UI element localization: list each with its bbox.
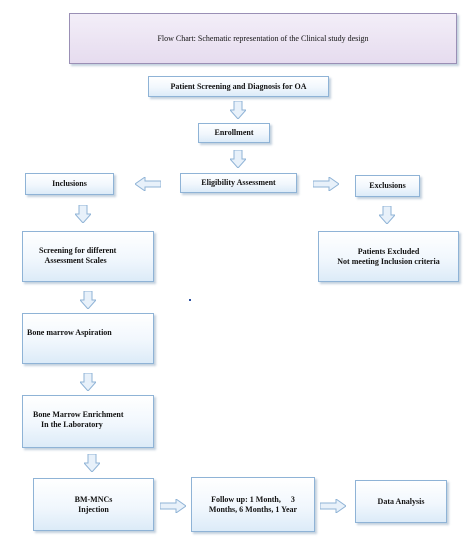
node-bmmnc-injection: BM-MNCs Injection bbox=[33, 478, 154, 531]
node-assessment-scales: Screening for different Assessment Scale… bbox=[22, 231, 154, 282]
node-eligibility-assessment-label: Eligibility Assessment bbox=[201, 178, 276, 187]
node-enrollment: Enrollment bbox=[198, 123, 270, 143]
node-inclusions-label: Inclusions bbox=[52, 179, 87, 188]
node-follow-up-label: Follow up: 1 Month, 3 Months, 6 Months, … bbox=[208, 494, 298, 514]
node-exclusions-label: Exclusions bbox=[369, 181, 406, 190]
arrow-down-to-scales bbox=[75, 205, 91, 223]
arrow-right-to-exclusions bbox=[313, 177, 339, 191]
arrow-left-to-inclusions bbox=[135, 177, 161, 191]
arrow-down-to-patients-excluded bbox=[379, 206, 395, 224]
arrow-down-to-aspiration bbox=[80, 291, 96, 309]
node-eligibility-assessment: Eligibility Assessment bbox=[180, 173, 297, 193]
node-enrollment-label: Enrollment bbox=[214, 128, 254, 137]
node-patient-screening-label: Patient Screening and Diagnosis for OA bbox=[170, 81, 307, 91]
node-patients-excluded-label: Patients Excluded Not meeting Inclusion … bbox=[337, 246, 440, 266]
node-assessment-scales-label: Screening for different Assessment Scale… bbox=[39, 246, 117, 265]
flowchart-title-box: Flow Chart: Schematic representation of … bbox=[69, 13, 457, 64]
node-patients-excluded: Patients Excluded Not meeting Inclusion … bbox=[318, 231, 459, 282]
node-exclusions: Exclusions bbox=[355, 175, 420, 197]
node-bone-marrow-aspiration-label: Bone marrow Aspiration bbox=[27, 328, 112, 337]
node-bone-marrow-enrichment: Bone Marrow Enrichment In the Laboratory bbox=[22, 395, 154, 448]
flowchart-title: Flow Chart: Schematic representation of … bbox=[157, 33, 369, 43]
node-data-analysis: Data Analysis bbox=[355, 480, 447, 523]
node-inclusions: Inclusions bbox=[25, 173, 114, 195]
arrow-down-to-enrollment bbox=[230, 101, 246, 119]
arrow-right-to-data-analysis bbox=[320, 499, 346, 513]
arrow-down-to-enrichment bbox=[80, 373, 96, 391]
node-bone-marrow-enrichment-label: Bone Marrow Enrichment In the Laboratory bbox=[33, 410, 124, 429]
arrow-down-to-injection bbox=[84, 454, 100, 472]
node-bone-marrow-aspiration: Bone marrow Aspiration bbox=[22, 313, 154, 364]
arrow-down-to-eligibility bbox=[230, 150, 246, 168]
node-data-analysis-label: Data Analysis bbox=[377, 496, 425, 506]
node-patient-screening: Patient Screening and Diagnosis for OA bbox=[148, 76, 329, 97]
stray-dot bbox=[189, 299, 191, 301]
node-bmmnc-injection-label: BM-MNCs Injection bbox=[74, 494, 113, 514]
node-follow-up: Follow up: 1 Month, 3 Months, 6 Months, … bbox=[191, 477, 315, 532]
arrow-right-to-follow-up bbox=[160, 499, 186, 513]
